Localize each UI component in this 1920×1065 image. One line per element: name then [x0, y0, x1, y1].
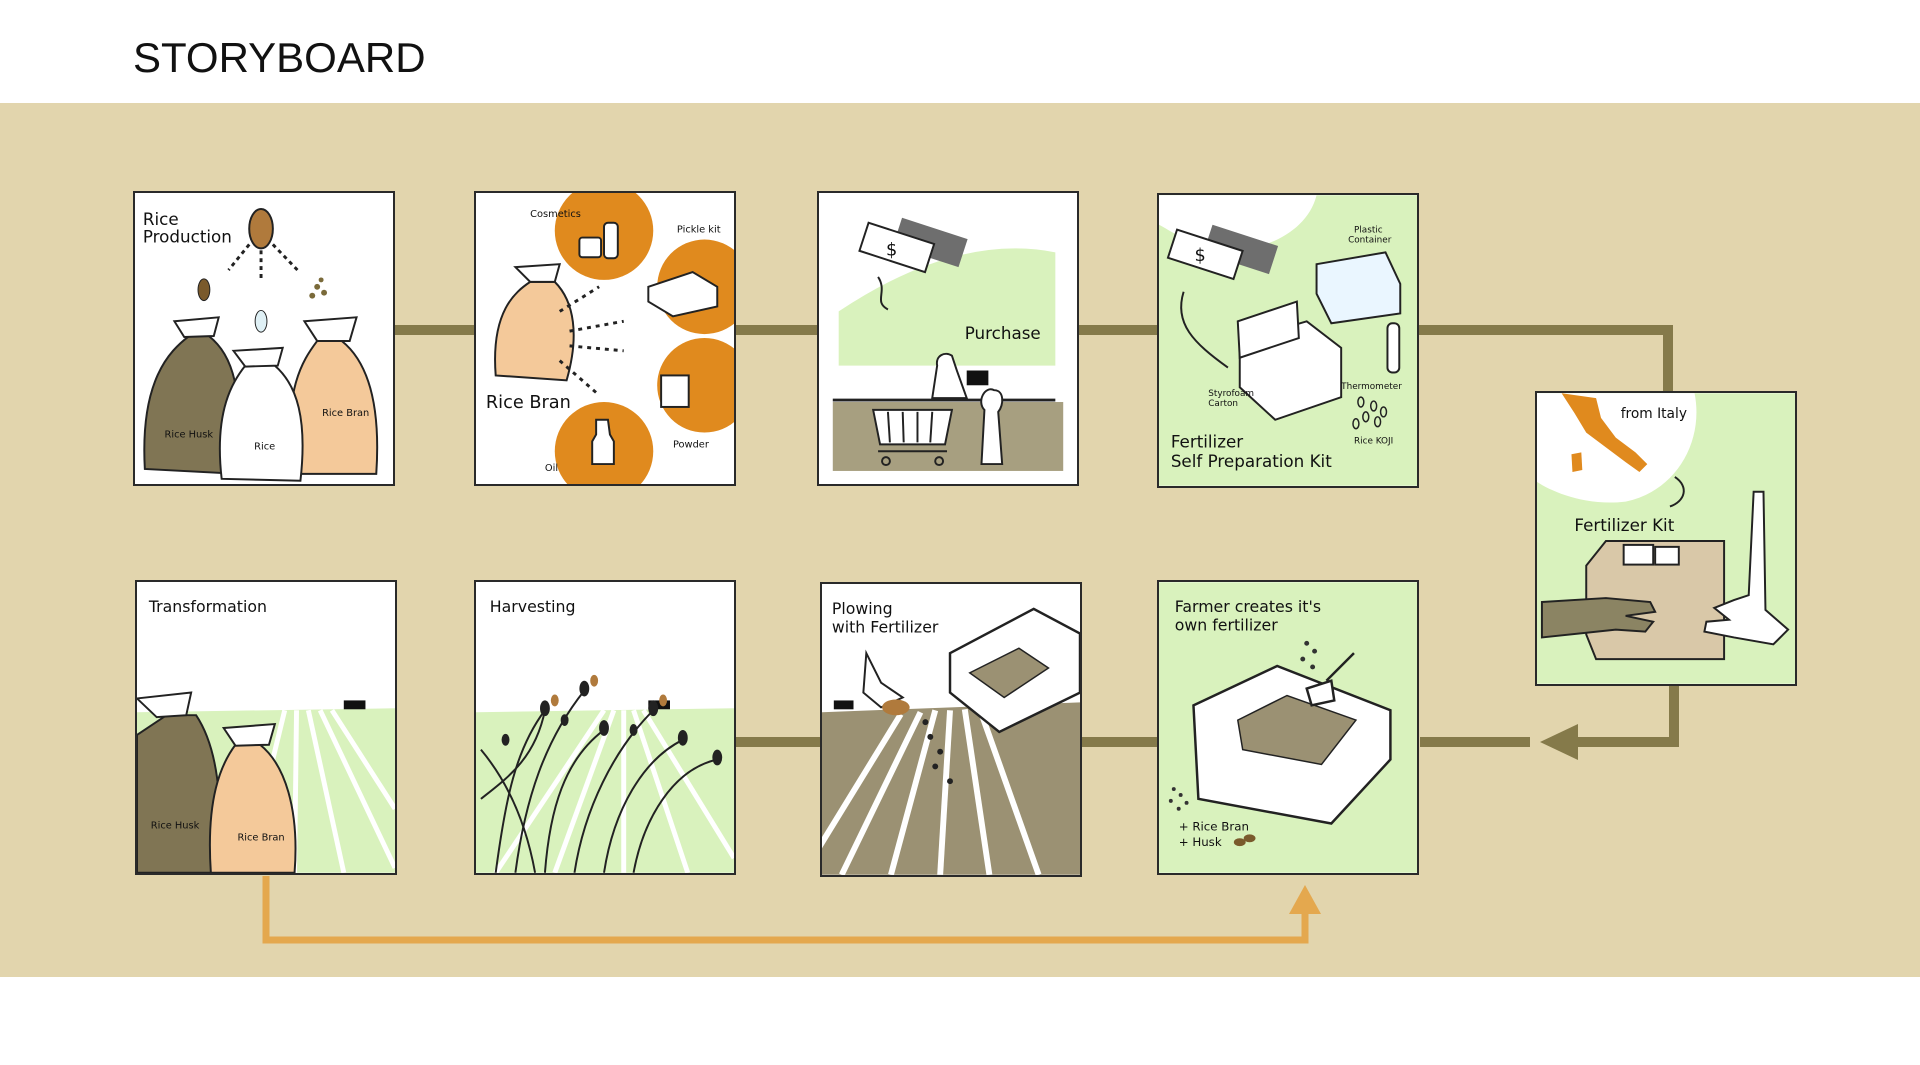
husk-icon	[1233, 838, 1246, 847]
bag-rice-label: Rice	[254, 441, 275, 452]
panel-title-line2: own fertilizer	[1175, 616, 1278, 635]
transformation-illustration: Transformation Rice Husk Rice Bran	[137, 597, 395, 873]
connector-5-6	[1560, 686, 1679, 747]
panel-harvesting: Harvesting	[474, 580, 736, 875]
panel-title-line1: Rice	[143, 209, 179, 229]
pickle-box-icon	[647, 270, 719, 318]
panel-plowing: Plowing with Fertilizer	[820, 582, 1082, 877]
add-line1: + Rice Bran	[1179, 819, 1249, 833]
panel-title: Rice Bran	[486, 393, 571, 413]
powder-pack-icon	[660, 374, 690, 408]
bag-bran-label: Rice Bran	[237, 832, 284, 843]
rice-grain-icon	[254, 309, 268, 333]
label-plastic-line2: Container	[1348, 236, 1392, 246]
tractor-icon	[833, 700, 854, 710]
rice-production-illustration: Rice Production Rice Husk Rice Rice Bran	[143, 208, 379, 482]
label-cosmetics: Cosmetics	[530, 209, 581, 220]
falling-seeds-icon	[922, 719, 953, 785]
panel-title: Transformation	[148, 597, 267, 616]
return-arrow-line	[262, 876, 1309, 944]
grain-heads-icon	[501, 680, 723, 766]
panel-farmer-creates: Farmer creates it's own fertilizer + Ric…	[1157, 580, 1419, 875]
bag-husk-label: Rice Husk	[165, 429, 214, 440]
panel-title-line2: with Fertilizer	[832, 618, 939, 637]
hand-right-icon	[1703, 490, 1790, 646]
label-oil: Oil	[545, 463, 558, 474]
scoop-icon	[1305, 652, 1355, 707]
label-thermometer: Thermometer	[1340, 382, 1402, 392]
price-tag-icon	[1166, 228, 1244, 281]
label-powder: Powder	[673, 439, 710, 450]
fertilizer-clump	[882, 699, 910, 716]
add-line2: + Husk	[1179, 835, 1222, 849]
return-arrow-head	[1289, 885, 1321, 914]
panel-rice-bran: Cosmetics Pickle kit Powder Oil Rice Bra…	[474, 191, 736, 486]
store-window	[838, 248, 1056, 366]
bag-bran-label: Rice Bran	[322, 408, 369, 419]
panel-title-line1: Plowing	[832, 599, 893, 618]
label-rice-koji: Rice KOJI	[1354, 436, 1393, 446]
plowing-illustration: Plowing with Fertilizer	[822, 599, 1080, 875]
cashier-figure	[931, 352, 969, 400]
grain-icon	[248, 208, 274, 250]
shopping-cart-icon	[871, 408, 954, 467]
currency-symbol: $	[886, 240, 897, 260]
panel-title-line1: Fertilizer	[1171, 431, 1243, 451]
panel-title: Purchase	[965, 323, 1041, 343]
kit-contents-illustration: $ Plastic Container Styrofoam Carton The…	[1159, 195, 1417, 486]
compost-soil	[1236, 694, 1358, 766]
oil-bottle-icon	[591, 418, 615, 466]
label-plastic-line1: Plastic	[1354, 226, 1383, 236]
tractor-icon	[343, 700, 366, 710]
panel-fertilizer-kit: from Italy Fertilizer Kit	[1535, 391, 1797, 686]
arrow-head-left	[1540, 724, 1578, 760]
label-pickle-kit: Pickle kit	[677, 225, 721, 236]
bran-bag	[494, 280, 575, 382]
bran-dots-icon	[1168, 787, 1189, 811]
bran-dots-icon	[309, 277, 328, 299]
panel-title-line1: Farmer creates it's	[1175, 597, 1321, 616]
page-title: STORYBOARD	[133, 34, 426, 81]
cosmetics-bottle-icon	[603, 221, 619, 260]
falling-seeds-icon	[1300, 640, 1318, 670]
label-styrofoam-line1: Styrofoam	[1208, 389, 1254, 399]
connector-4-5	[1418, 325, 1673, 392]
panel-title: Harvesting	[490, 597, 576, 616]
powder-circle	[657, 338, 734, 433]
italy-map-icon	[1561, 393, 1648, 473]
koji-grains-icon	[1352, 396, 1388, 430]
panel-title-line2: Self Preparation Kit	[1171, 451, 1332, 471]
harvesting-illustration: Harvesting	[476, 597, 734, 873]
fertilizer-kit-illustration: from Italy Fertilizer Kit	[1537, 393, 1795, 684]
origin-label: from Italy	[1621, 406, 1687, 422]
plowed-field	[822, 702, 1080, 875]
bag-husk-label: Rice Husk	[151, 820, 200, 831]
customer-figure	[980, 388, 1004, 466]
rice-plants-icon	[480, 689, 718, 873]
hand-left-icon	[1540, 597, 1657, 639]
farmer-creates-illustration: Farmer creates it's own fertilizer + Ric…	[1159, 582, 1417, 873]
currency-symbol: $	[1194, 246, 1205, 266]
rice-bran-illustration: Cosmetics Pickle kit Powder Oil Rice Bra…	[486, 193, 734, 484]
label-styrofoam-line2: Carton	[1208, 399, 1238, 409]
panel-rice-production: Rice Production Rice Husk Rice Rice Bran	[133, 191, 395, 486]
panel-title-line2: Production	[143, 226, 232, 246]
panel-kit-contents: $ Plastic Container Styrofoam Carton The…	[1157, 193, 1419, 488]
thermometer-icon	[1386, 322, 1401, 374]
purchase-illustration: $ Purchase	[832, 217, 1064, 471]
panel-title: Fertilizer Kit	[1574, 515, 1674, 535]
husk-icon	[197, 278, 211, 302]
shovel-icon	[862, 649, 905, 709]
tractor-icon	[648, 700, 670, 710]
bag-husk	[137, 714, 221, 873]
kit-label-icon	[1622, 543, 1655, 566]
panel-transformation: Transformation Rice Husk Rice Bran	[135, 580, 397, 875]
panel-purchase: $ Purchase	[817, 191, 1079, 486]
register-icon	[966, 370, 989, 386]
cosmetics-jar-icon	[578, 236, 603, 259]
price-tag-icon	[858, 221, 936, 274]
plastic-container-icon	[1315, 251, 1402, 325]
